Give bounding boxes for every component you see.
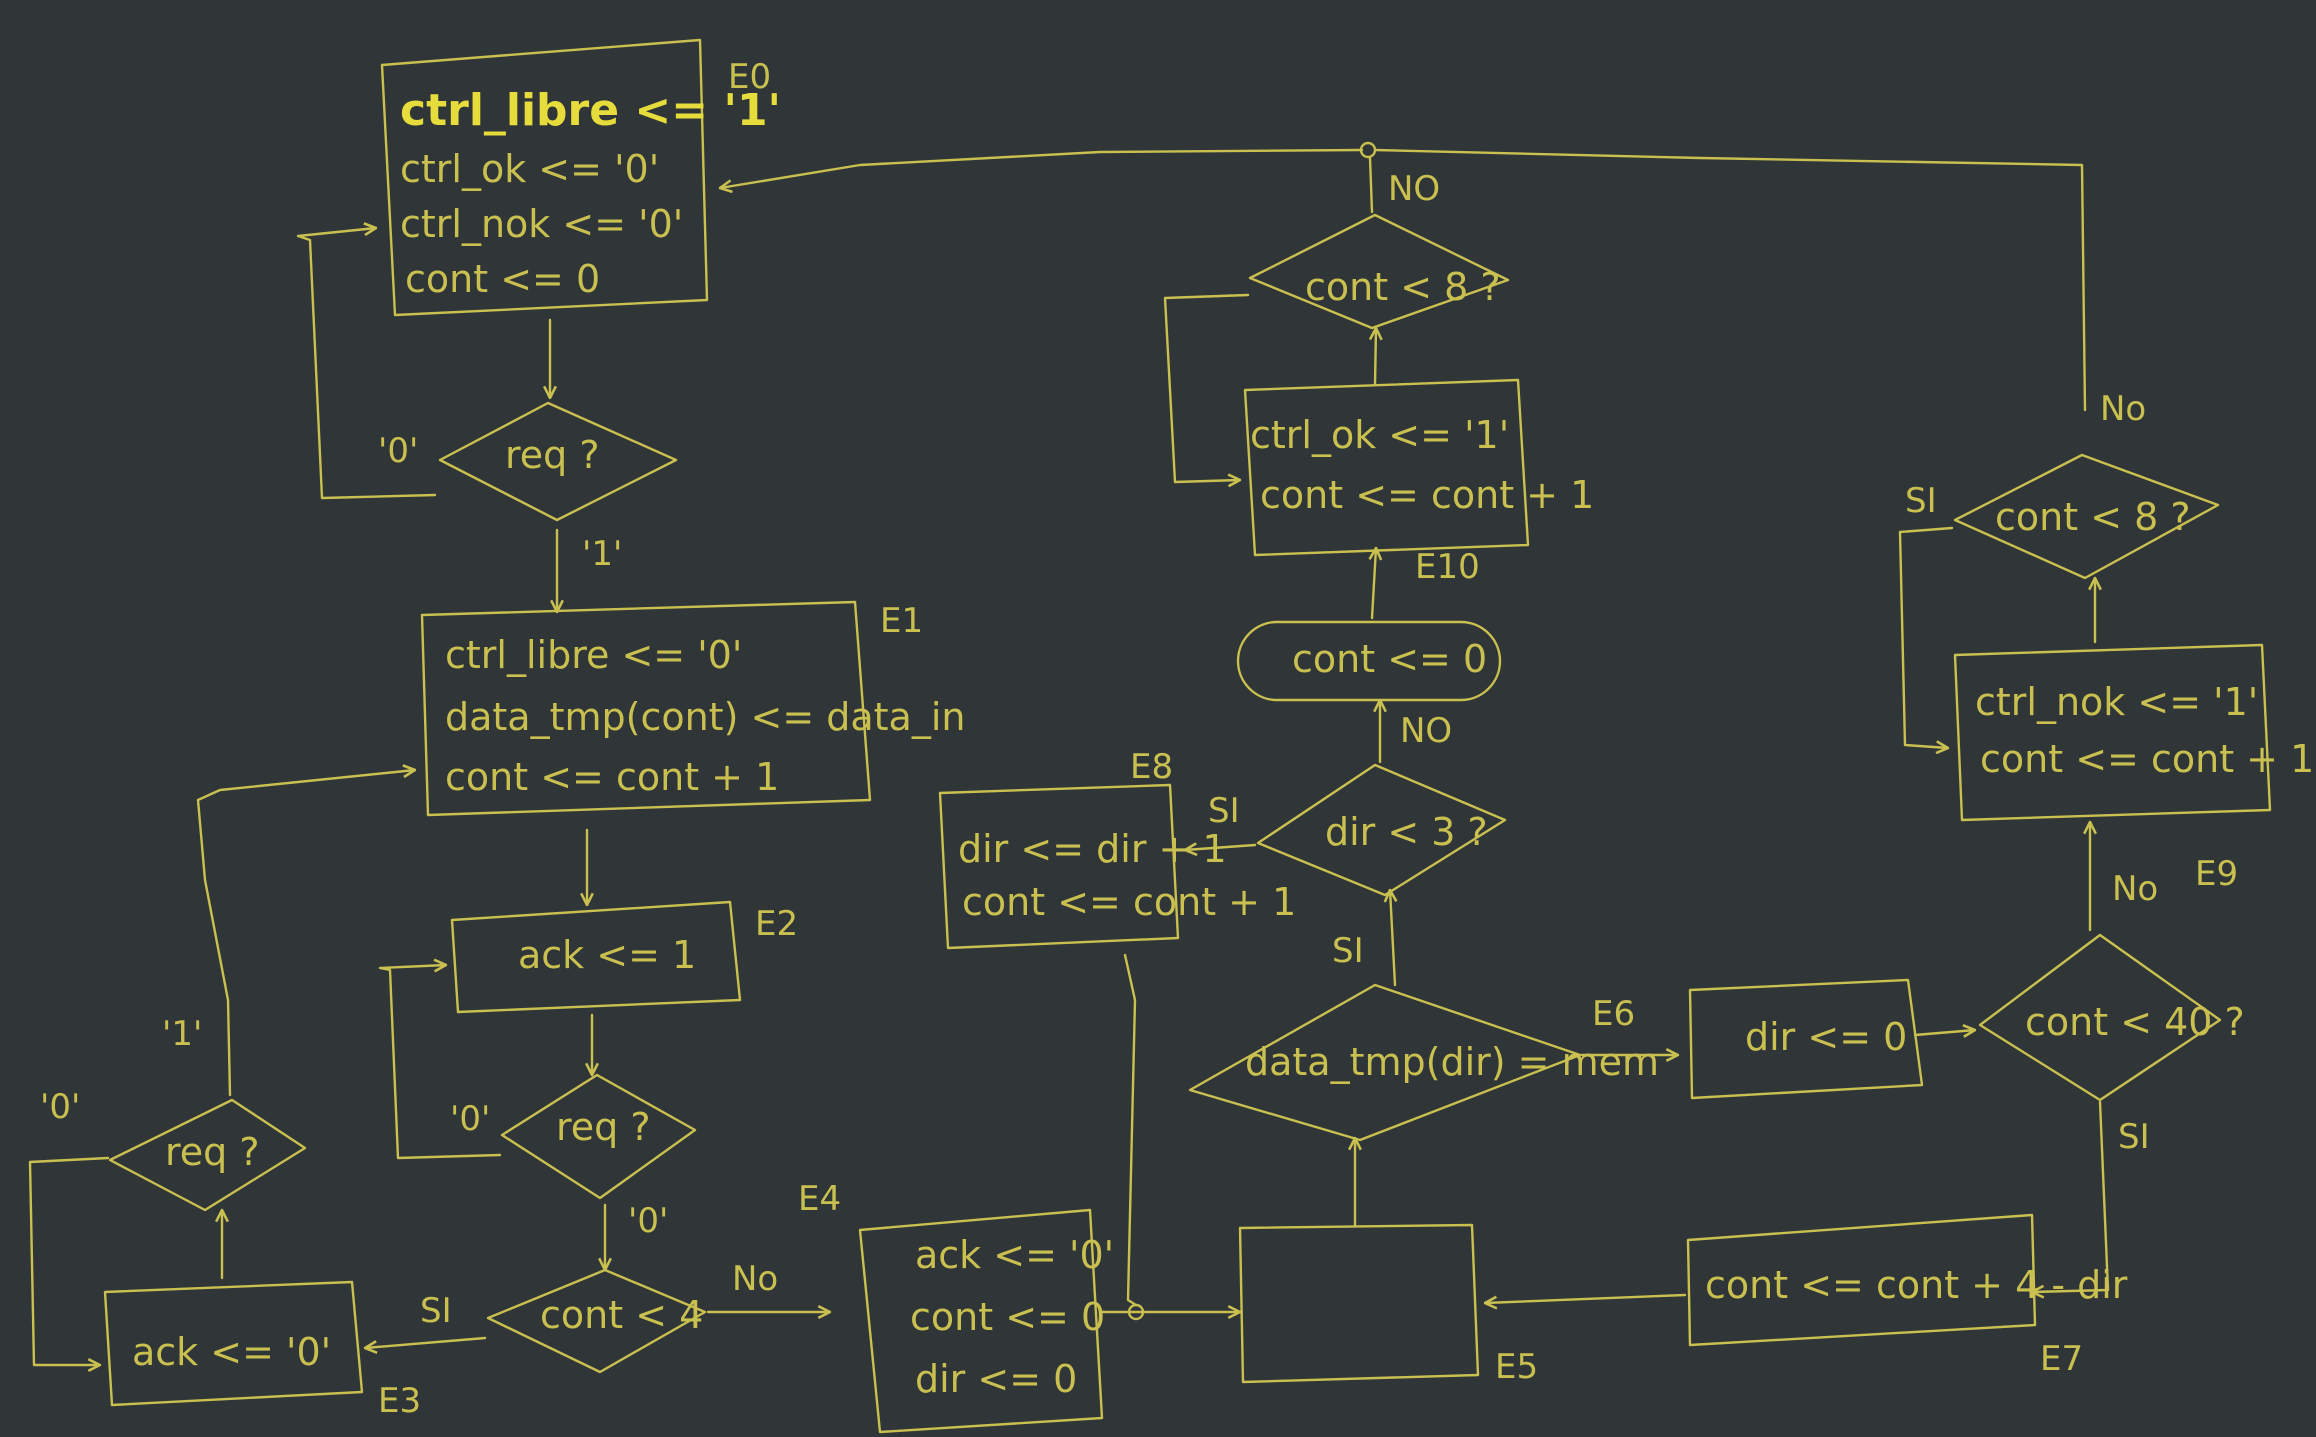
e3-tag: E3 bbox=[378, 1381, 421, 1421]
state-e1: ctrl_libre <= '0' data_tmp(cont) <= data… bbox=[420, 600, 965, 817]
e6-line1: dir <= 0 bbox=[1745, 1015, 1907, 1059]
line-cont8-mid-up bbox=[1368, 156, 1374, 214]
e4-line3: dir <= 0 bbox=[915, 1357, 1077, 1401]
state-e10: ctrl_ok <= '1' cont <= cont + 1 E10 bbox=[1243, 378, 1594, 587]
e0-line4: cont <= 0 bbox=[405, 257, 600, 301]
arrow-dir3-e8 bbox=[1185, 845, 1257, 850]
label-cont4-si: SI bbox=[420, 1291, 452, 1331]
e4-tag: E4 bbox=[798, 1179, 841, 1219]
state-cont-reset: cont <= 0 bbox=[1236, 620, 1502, 702]
label-req-left-zero: '0' bbox=[40, 1087, 80, 1127]
arrow-req-mid-loop bbox=[378, 965, 502, 1160]
decision-data-cmp: data_tmp(dir) = mem bbox=[1188, 983, 1659, 1142]
state-e0: ctrl_libre <= '1' ctrl_ok <= '0' ctrl_no… bbox=[380, 38, 781, 317]
e7-line1: cont <= cont + 4 - dir bbox=[1705, 1263, 2128, 1307]
label-cont8-right-no: No bbox=[2100, 389, 2146, 429]
label-req-left-one: '1' bbox=[162, 1014, 202, 1054]
line-e8-junction bbox=[1123, 953, 1138, 1307]
e1-tag: E1 bbox=[880, 601, 923, 641]
label-req-mid-zero: '0' bbox=[450, 1099, 490, 1139]
arrow-contreset-e10 bbox=[1372, 548, 1376, 620]
decision-dir3: dir < 3 ? bbox=[1256, 763, 1507, 897]
e0-line1: ctrl_libre <= '1' bbox=[400, 85, 781, 136]
state-e5: E5 bbox=[1238, 1223, 1538, 1387]
label-cont8-right-si: SI bbox=[1905, 481, 1937, 521]
arrow-cont40-e7 bbox=[2032, 1100, 2110, 1292]
arrow-top-e0 bbox=[720, 148, 1364, 188]
decision-cont8-right: cont < 8 ? bbox=[1953, 453, 2220, 580]
e4-line2: cont <= 0 bbox=[910, 1295, 1105, 1339]
e9-line2: cont <= cont + 1 bbox=[1980, 737, 2314, 781]
cont8-right-text: cont < 8 ? bbox=[1995, 495, 2191, 539]
arrow-datacmp-dir3 bbox=[1390, 890, 1395, 987]
cont-reset-text: cont <= 0 bbox=[1292, 637, 1487, 681]
e5-tag: E5 bbox=[1495, 1347, 1538, 1387]
e10-line1: ctrl_ok <= '1' bbox=[1250, 413, 1509, 457]
e1-line3: cont <= cont + 1 bbox=[445, 755, 779, 799]
state-e3: ack <= '0' E3 bbox=[103, 1280, 421, 1421]
state-e4: ack <= '0' cont <= 0 dir <= 0 E4 bbox=[798, 1179, 1114, 1434]
state-e8: dir <= dir + 1 cont <= cont + 1 E8 bbox=[938, 747, 1296, 950]
line-top-right bbox=[1373, 148, 2087, 412]
data-cmp-text: data_tmp(dir) = mem bbox=[1245, 1040, 1659, 1084]
cont40-text: cont < 40 ? bbox=[2025, 1000, 2245, 1044]
req-top-text: req ? bbox=[505, 433, 600, 477]
cont4-text: cont < 4 bbox=[540, 1293, 703, 1337]
state-e9: ctrl_nok <= '1' cont <= cont + 1 E9 bbox=[1953, 643, 2314, 894]
label-dir3-si: SI bbox=[1208, 791, 1240, 831]
arrow-e10-cont8 bbox=[1375, 328, 1376, 387]
e10-line2: cont <= cont + 1 bbox=[1260, 473, 1594, 517]
arrow-cont4-e3 bbox=[365, 1336, 487, 1348]
e6-tag: E6 bbox=[1592, 994, 1635, 1034]
e9-tag: E9 bbox=[2195, 854, 2238, 894]
e10-tag: E10 bbox=[1415, 547, 1480, 587]
e8-tag: E8 bbox=[1130, 747, 1173, 787]
e1-line1: ctrl_libre <= '0' bbox=[445, 633, 742, 677]
req-mid-text: req ? bbox=[556, 1105, 651, 1149]
label-req-top-one: '1' bbox=[582, 534, 622, 574]
e0-line3: ctrl_nok <= '0' bbox=[400, 202, 683, 246]
req-left-text: req ? bbox=[165, 1130, 260, 1174]
label-req-mid-zero2: '0' bbox=[628, 1201, 668, 1241]
e7-tag: E7 bbox=[2040, 1339, 2083, 1379]
e8-line2: cont <= cont + 1 bbox=[962, 880, 1296, 924]
label-cont40-si: SI bbox=[2118, 1117, 2150, 1157]
arrow-req-left-e1 bbox=[196, 770, 415, 1097]
decision-req-left: req ? bbox=[108, 1098, 307, 1212]
e8-line1: dir <= dir + 1 bbox=[958, 827, 1227, 871]
e4-line1: ack <= '0' bbox=[915, 1233, 1114, 1277]
e3-line1: ack <= '0' bbox=[132, 1330, 331, 1374]
state-e6: dir <= 0 bbox=[1688, 978, 1924, 1100]
decision-cont4: cont < 4 bbox=[486, 1268, 707, 1374]
label-cont8-mid-no: NO bbox=[1388, 169, 1440, 209]
decision-req-mid: req ? bbox=[500, 1073, 697, 1200]
e9-line1: ctrl_nok <= '1' bbox=[1975, 680, 2258, 724]
e2-line1: ack <= 1 bbox=[518, 933, 696, 977]
decision-cont8-mid: cont < 8 ? bbox=[1248, 213, 1510, 330]
e0-tag: E0 bbox=[728, 57, 771, 97]
cont8-mid-text: cont < 8 ? bbox=[1305, 265, 1501, 309]
label-dir3-no: NO bbox=[1400, 711, 1452, 751]
arrow-cont8-mid-loop bbox=[1163, 293, 1250, 482]
decision-cont40: cont < 40 ? bbox=[1978, 933, 2245, 1102]
e0-line2: ctrl_ok <= '0' bbox=[400, 147, 659, 191]
arrow-req-left-loop bbox=[28, 1156, 110, 1365]
e1-line2: data_tmp(cont) <= data_in bbox=[445, 695, 965, 739]
arrow-cont8-right-loop bbox=[1898, 526, 1954, 748]
arrow-req-top-loop bbox=[296, 228, 437, 500]
dir3-text: dir < 3 ? bbox=[1325, 810, 1488, 854]
arrow-e7-e5 bbox=[1485, 1293, 1687, 1303]
label-cont40-no: No bbox=[2112, 869, 2158, 909]
state-e7: cont <= cont + 4 - dir E7 bbox=[1686, 1213, 2128, 1379]
e2-tag: E2 bbox=[755, 904, 798, 944]
state-e2: ack <= 1 E2 bbox=[450, 900, 798, 1014]
label-datacmp-si: SI bbox=[1332, 931, 1364, 971]
label-req-top-zero: '0' bbox=[378, 431, 418, 471]
arrow-e6-cont40 bbox=[1913, 1030, 1975, 1035]
label-cont4-no: No bbox=[732, 1259, 778, 1299]
decision-req-top: req ? bbox=[438, 401, 678, 522]
